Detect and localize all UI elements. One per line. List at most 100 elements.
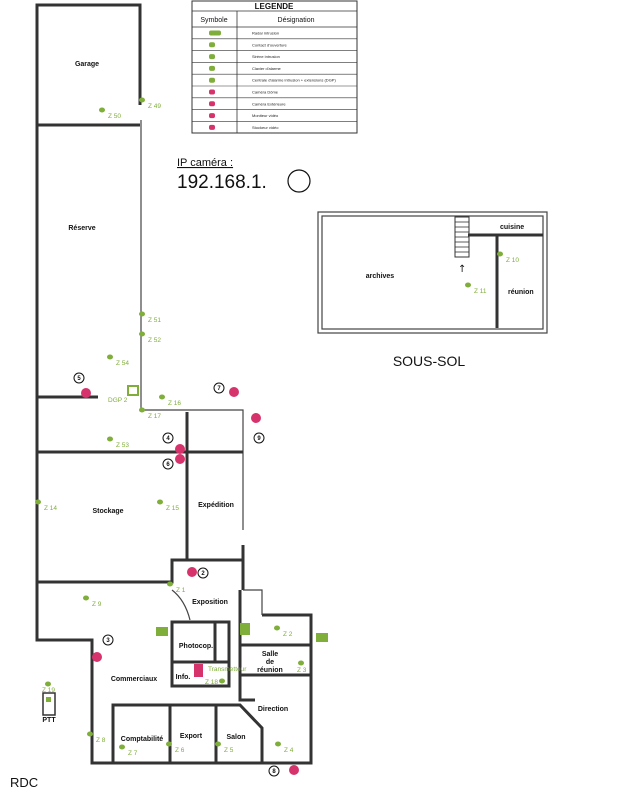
zone-label: Z 19 [42, 687, 55, 694]
dome-camera-icon [81, 388, 91, 398]
legend-item-label: Sirène intrusion [252, 54, 280, 59]
zone-label: Z 8 [96, 737, 106, 744]
room-direction: Direction [258, 706, 288, 713]
camera-number: 9 [257, 436, 261, 442]
outdoor-camera-icon [289, 765, 299, 775]
ip-label: IP caméra : [177, 157, 233, 169]
radar-icon [465, 282, 471, 288]
legend-item-label: Radar intrusion [252, 31, 279, 36]
zone-label: Z 5 [224, 747, 234, 754]
legend: LEGENDE Symbole Désignation Radar intrus… [191, 0, 358, 134]
camera-number: 5 [77, 376, 81, 382]
zone-label: Z 6 [175, 747, 185, 754]
monitor-icon [194, 664, 203, 677]
camera-number: 3 [106, 638, 110, 644]
room-comptabilite: Comptabilité [121, 736, 163, 743]
zone-label: Z 14 [44, 505, 57, 512]
zone-label: Z 17 [148, 413, 161, 420]
floor-label-rdc: RDC [10, 775, 38, 790]
legend-col-designation: Désignation [278, 17, 315, 24]
radar-icon [139, 331, 145, 337]
up-arrow-icon: ↑ [458, 264, 466, 275]
radar-icon [35, 499, 41, 505]
radar-icon [209, 30, 221, 36]
camera-number-badge [73, 372, 85, 384]
zone-label: Z 18 [205, 679, 218, 686]
room-commerciaux: Commerciaux [111, 676, 157, 683]
camera-number-badge [102, 634, 114, 646]
radar-icon [159, 394, 165, 400]
legend-item-label: Moniteur vidéo [252, 113, 279, 118]
ip-blank-circle [287, 169, 311, 193]
radar-icon [45, 681, 51, 687]
zone-label: Z 7 [128, 750, 138, 757]
dgp-label: DGP 2 [108, 397, 128, 404]
zone-label: Z 50 [108, 113, 121, 120]
camera-number: 6 [166, 462, 170, 468]
room-ptt: PTT [42, 717, 56, 724]
room-salle-line3: réunion [257, 667, 283, 674]
room-photocop: Photocop. [179, 643, 213, 650]
legend-col-symbol: Symbole [200, 17, 227, 24]
floor-label-sous-sol: SOUS-SOL [393, 353, 466, 369]
legend-title: LEGENDE [255, 2, 294, 11]
zone-label: Z 51 [148, 317, 161, 324]
zone-label: Z 3 [297, 667, 307, 674]
legend-item-label: Clavier d'alarme [252, 66, 282, 71]
camera-number-badge [268, 765, 280, 777]
radar-icon [219, 678, 225, 684]
room-exposition: Exposition [192, 599, 228, 606]
zone-label: Z 1 [176, 587, 186, 594]
radar-icon [87, 731, 93, 737]
legend-item-label: Stockeur vidéo [252, 125, 279, 130]
radar-icon [119, 744, 125, 750]
camera-number-badge [197, 567, 209, 579]
radar-icon [275, 741, 281, 747]
camera-number-badge [162, 458, 174, 470]
zone-label: Z 16 [168, 400, 181, 407]
room-stockage: Stockage [92, 508, 123, 515]
monitor-icon [209, 113, 215, 119]
outdoor-camera-icon [229, 387, 239, 397]
room-salon: Salon [226, 734, 245, 741]
siren-icon [209, 54, 215, 60]
radar-icon [107, 354, 113, 360]
zone-label: Z 2 [283, 631, 293, 638]
camera-number: 7 [217, 386, 221, 392]
legend-item-label: Caméra Dôme [252, 90, 279, 95]
radar-icon [274, 625, 280, 631]
camera-number-badge [213, 382, 225, 394]
radar-icon [157, 499, 163, 505]
keypad-icon [240, 623, 250, 635]
zone-label: Z 4 [284, 747, 294, 754]
legend-item-label: Caméra Extérieure [252, 101, 286, 106]
radar-icon [139, 97, 145, 103]
zone-label: Z 10 [506, 257, 519, 264]
room-salle-line2: de [266, 659, 274, 666]
transmetteur-label: Transmetteur [208, 666, 247, 673]
legend-item-label: Centrale d'alarme intrusion + extensions… [252, 78, 336, 83]
rdc-plan [35, 3, 313, 765]
room-cuisine: cuisine [500, 224, 524, 231]
radar-icon [139, 407, 145, 413]
zone-label: Z 53 [116, 442, 129, 449]
contact-icon [209, 42, 215, 48]
dome-camera-icon [175, 454, 185, 464]
outdoor-camera-icon [209, 101, 215, 107]
outdoor-camera-icon [251, 413, 261, 423]
room-garage: Garage [75, 61, 99, 68]
siren-icon [316, 633, 328, 642]
radar-icon [166, 741, 172, 747]
zone-label: Z 11 [474, 288, 487, 295]
alarm-panel-icon [209, 77, 215, 83]
camera-number-badge [253, 432, 265, 444]
radar-icon [298, 660, 304, 666]
legend-item-label: Contact d'ouverture [252, 42, 288, 47]
zone-label: Z 54 [116, 360, 129, 367]
alarm-panel-icon [127, 385, 139, 396]
room-salle-line1: Salle [262, 651, 278, 658]
camera-number: 2 [201, 571, 205, 577]
recorder-icon [209, 124, 215, 130]
sous-sol-plan: ↑ archives cuisine réunion [317, 211, 548, 334]
